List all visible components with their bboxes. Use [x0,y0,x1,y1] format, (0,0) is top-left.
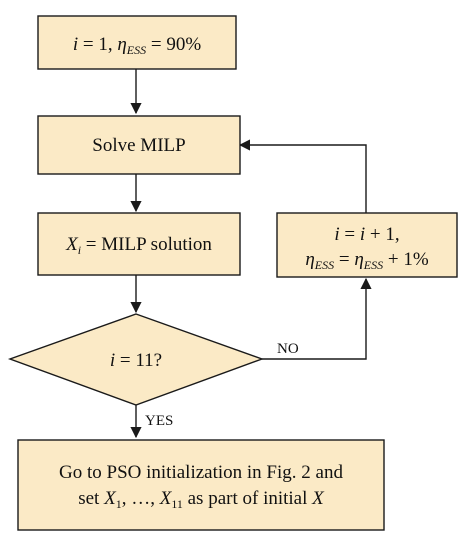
final-line2: set X1, …, X11 as part of initial X [78,488,325,511]
decision-label: i = 11? [110,350,162,371]
decision-diamond [7,313,265,406]
solve-milp-box [37,115,241,175]
assign-solution-box [37,212,241,276]
init-box [37,15,237,70]
update-box [276,212,458,278]
update-line1: i = i + 1, [334,224,399,245]
yes-label: YES [145,413,173,429]
solve-milp-label: Solve MILP [92,135,185,156]
final-line1: Go to PSO initialization in Fig. 2 and [59,462,343,483]
update-line2: ηESS = ηESS + 1% [305,249,428,272]
assign-solution-label: Xi = MILP solution [65,234,212,257]
edge-decision-no [262,277,372,360]
final-box [17,439,385,531]
no-label: NO [277,341,299,357]
edge-update-to-solve [238,139,367,213]
init-box-label: i = 1, ηESS = 90% [73,34,201,57]
